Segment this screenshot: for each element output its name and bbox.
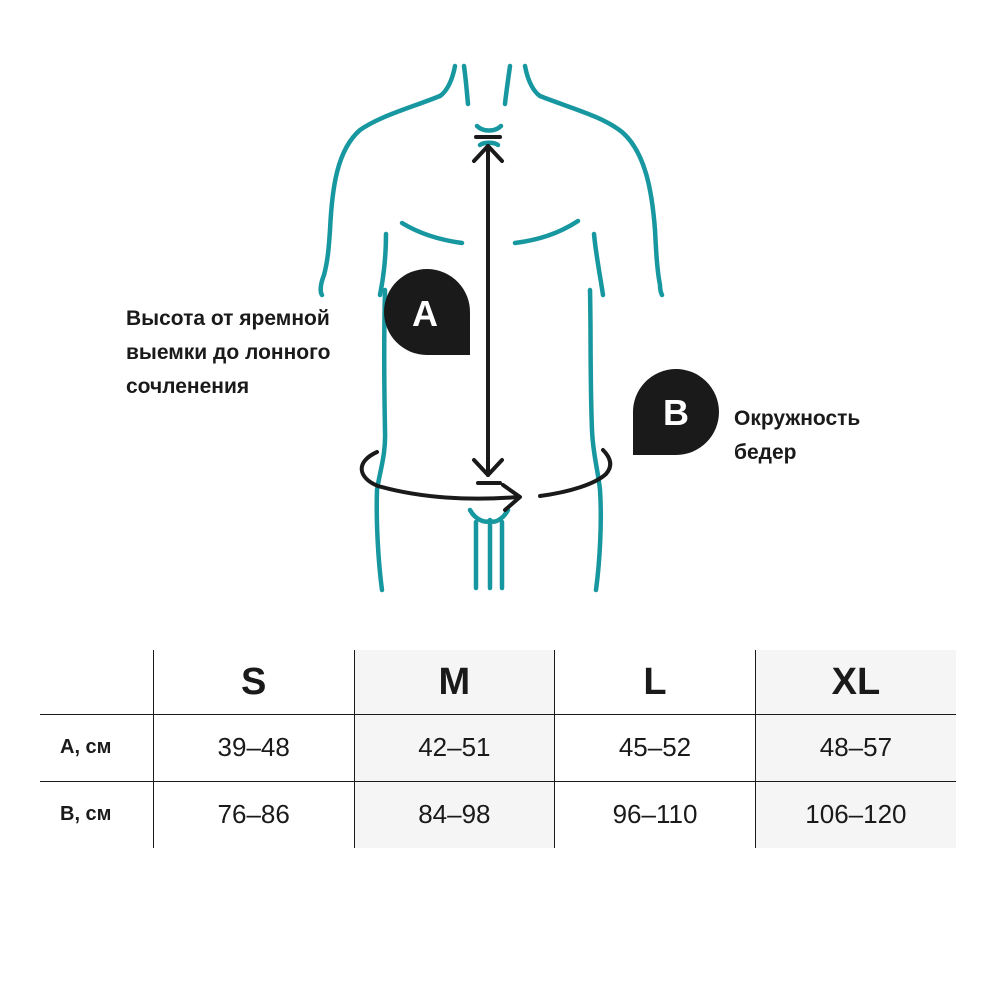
badge-b: B — [632, 368, 719, 455]
arrow-a-head-bottom — [472, 458, 504, 477]
measurement-b-arrow — [359, 448, 613, 512]
hip-arc-head — [501, 483, 522, 512]
corner-cell — [40, 650, 153, 715]
size-header-xl: XL — [754, 650, 956, 715]
badge-b-letter: B — [663, 392, 689, 433]
cell-a-m: 42–51 — [353, 714, 555, 782]
badge-a-letter: A — [412, 293, 438, 334]
table-row-a: A, см 39–48 42–51 45–52 48–57 — [40, 714, 956, 782]
cell-a-l: 45–52 — [554, 714, 756, 782]
cell-b-s: 76–86 — [152, 781, 355, 848]
neck-inner-left — [461, 63, 471, 107]
hip-arc-left — [359, 450, 520, 501]
size-header-row: S M L XL — [40, 650, 956, 715]
inner-arm-left — [377, 231, 389, 298]
neck-right — [522, 63, 543, 99]
left-shoulder-arm — [318, 93, 443, 298]
size-table: S M L XL A, см 39–48 42–51 45–52 48–57 B… — [40, 650, 956, 848]
chest-right — [512, 218, 581, 246]
groin-line — [467, 507, 511, 524]
row-label-b: B, см — [60, 803, 112, 826]
row-label-a: A, см — [60, 736, 112, 759]
table-row-b: B, см 76–86 84–98 96–110 106–120 — [40, 781, 956, 848]
collar-notch — [474, 123, 504, 133]
right-shoulder-arm — [537, 93, 665, 298]
cell-a-xl: 48–57 — [754, 714, 956, 782]
measurement-a-arrow — [472, 135, 504, 485]
cell-b-xl: 106–120 — [754, 781, 956, 848]
torso-left-side — [374, 287, 388, 593]
cell-a-s: 39–48 — [152, 714, 355, 782]
measurement-b-description: Окружность бедер — [734, 402, 934, 470]
body-outline — [318, 63, 665, 593]
arrow-a-head-top — [472, 144, 504, 163]
badge-a-shape — [384, 269, 471, 355]
measurement-a-line-3: сочленения — [126, 375, 250, 398]
cell-b-m: 84–98 — [353, 781, 555, 848]
measurement-b-line-1: Окружность — [734, 407, 861, 430]
measurement-b-line-2: бедер — [734, 441, 797, 464]
measurement-a-line-1: Высота от яремной — [126, 307, 330, 330]
neck-left — [437, 63, 458, 99]
measurement-a-description: Высота от яремной выемки до лонного сочл… — [126, 302, 386, 404]
collar-notch-low — [477, 140, 501, 148]
measurement-a-line-2: выемки до лонного — [126, 341, 331, 364]
hip-arc-right — [538, 448, 613, 498]
size-header-m: M — [353, 650, 555, 715]
size-header-s: S — [152, 650, 355, 715]
torso-right-side — [587, 287, 604, 593]
chest-left — [399, 220, 465, 246]
badge-b-shape — [632, 368, 719, 455]
size-header-l: L — [554, 650, 756, 715]
inner-arm-right — [591, 231, 606, 298]
badge-a: A — [384, 269, 471, 355]
body-measurement-figure: A B — [318, 63, 719, 593]
neck-inner-right — [502, 63, 513, 107]
cell-b-l: 96–110 — [554, 781, 756, 848]
